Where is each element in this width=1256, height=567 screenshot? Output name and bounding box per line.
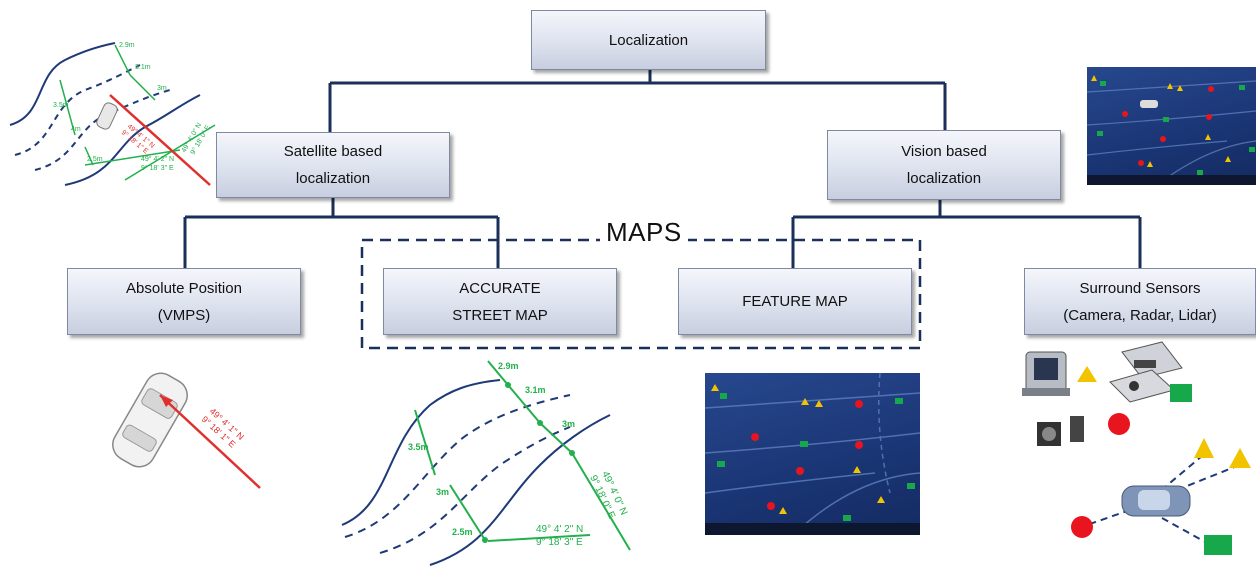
accurate-street-map-box: ACCURATE STREET MAP bbox=[383, 268, 617, 335]
car-side-icon bbox=[1121, 485, 1191, 517]
street-distance-6: 2.5m bbox=[452, 527, 473, 537]
camera-sensor-icon bbox=[1037, 416, 1084, 446]
street-distance-4: 3.5m bbox=[408, 442, 429, 452]
absolute-position-car-illustration: 49° 4' 1" N 9° 18' 1" E bbox=[112, 372, 261, 489]
lane-dashed-2 bbox=[379, 426, 571, 554]
top-left-distance-1: 2.9m bbox=[119, 42, 135, 49]
sensor-marker-red-2 bbox=[1071, 516, 1093, 538]
street-coord-a-lat: 49° 4' 2" N bbox=[536, 524, 583, 535]
car-top-view-icon bbox=[112, 372, 188, 468]
top-left-distance-6: 2.5m bbox=[87, 156, 103, 163]
accurate-street-map-illustration: 2.9m 3.1m 3m 3.5m 3m 2.5m 49° 4' 2" N 9°… bbox=[341, 360, 631, 566]
top-left-distance-5: 4m bbox=[71, 126, 81, 133]
small-car-icon bbox=[96, 102, 118, 130]
radar-sensor-icon bbox=[1121, 341, 1183, 379]
street-distance-1: 2.9m bbox=[498, 361, 519, 371]
maps-group-label: MAPS bbox=[600, 217, 688, 248]
sensor-marker-green-2 bbox=[1204, 535, 1232, 555]
surround-sensors-box: Surround Sensors (Camera, Radar, Lidar) bbox=[1024, 268, 1256, 335]
street-distance-5: 3m bbox=[436, 487, 449, 497]
vision-map-thumbnail bbox=[1086, 67, 1256, 186]
top-left-distance-2: 3.1m bbox=[135, 64, 151, 71]
vision-localization-box: Vision based localization bbox=[827, 130, 1061, 200]
lane-boundary-right bbox=[429, 414, 611, 566]
top-left-distance-3: 3m bbox=[157, 85, 167, 92]
feature-map-image bbox=[704, 372, 921, 535]
feature-map-markers bbox=[711, 384, 915, 521]
lidar-sensor-icon bbox=[1022, 351, 1070, 396]
surround-sensors-illustration bbox=[1022, 341, 1251, 555]
sensor-marker-yellow-3 bbox=[1229, 448, 1251, 468]
lane-boundary-left bbox=[341, 379, 501, 526]
connector-satellite-to-level2 bbox=[183, 197, 500, 268]
localization-root-box: Localization bbox=[531, 10, 766, 70]
thumbnail-car-icon bbox=[1140, 100, 1158, 108]
top-left-coord-1: 49° 4' 2" N bbox=[141, 155, 174, 163]
sensor-marker-yellow-2 bbox=[1194, 438, 1214, 458]
lane-map-illustration-top-left: 2.9m 3.1m 3m 3.5m 4m 2.5m 49° 4' 2" N 9°… bbox=[9, 42, 216, 186]
street-coord-a-lon: 9° 18' 3" E bbox=[536, 537, 583, 548]
sensor-marker-green-1 bbox=[1170, 384, 1192, 402]
connector-root-to-level1 bbox=[328, 68, 947, 140]
lane-dashed-1 bbox=[344, 394, 571, 538]
top-left-coord-2: 9° 18' 3" E bbox=[141, 164, 174, 172]
sensor-marker-yellow-1 bbox=[1077, 366, 1097, 382]
radar-sensor-icon-2 bbox=[1109, 369, 1176, 403]
absolute-position-box: Absolute Position (VMPS) bbox=[67, 268, 301, 335]
satellite-localization-box: Satellite based localization bbox=[216, 132, 450, 198]
street-distance-2: 3.1m bbox=[525, 385, 546, 395]
sensor-marker-red-1 bbox=[1108, 413, 1130, 435]
street-distance-3: 3m bbox=[562, 419, 575, 429]
connector-vision-to-level2 bbox=[791, 200, 1142, 268]
feature-map-box: FEATURE MAP bbox=[678, 268, 912, 335]
top-left-distance-4: 3.5m bbox=[53, 102, 69, 109]
